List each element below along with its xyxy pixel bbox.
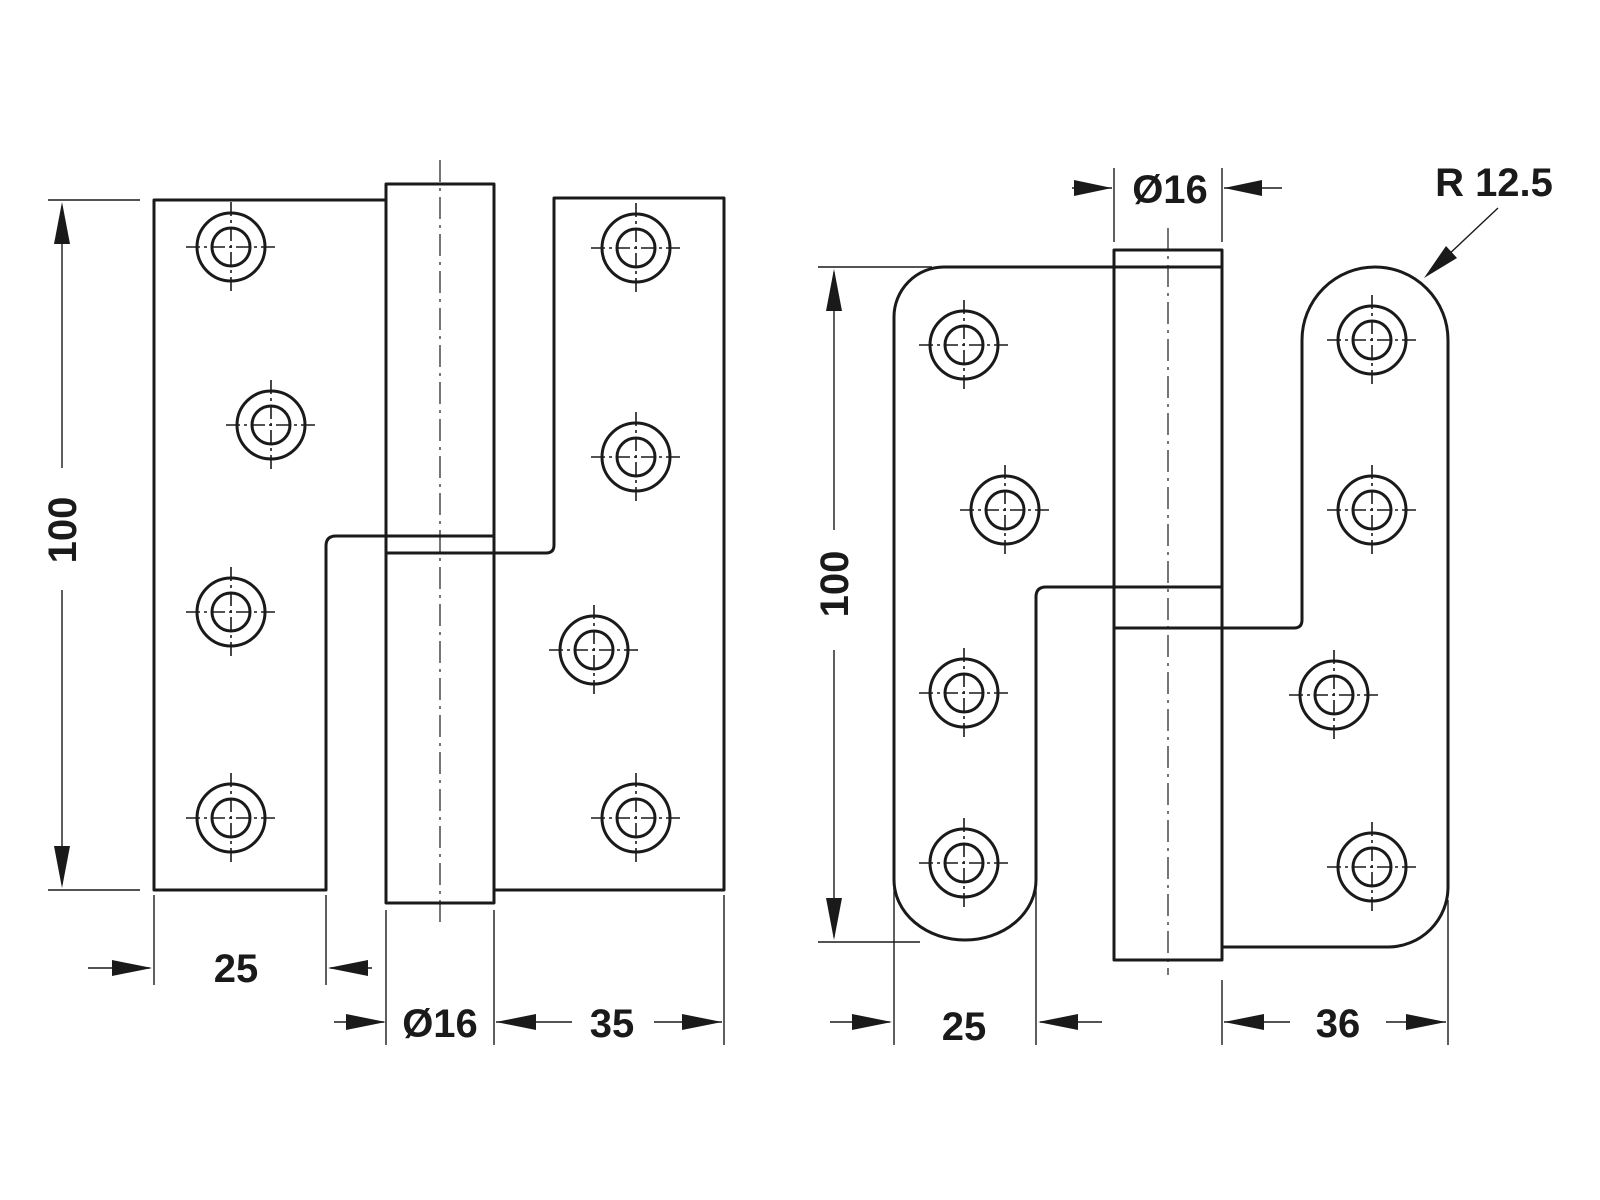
screw-hole-icon [589, 771, 683, 865]
screw-hole-icon [589, 410, 683, 504]
screw-hole-icon [1287, 648, 1381, 742]
right-hinge: 100 Ø16 R 12.5 25 36 [813, 161, 1553, 1049]
screw-hole-icon [917, 646, 1011, 740]
screw-hole-icon [958, 463, 1052, 557]
screw-hole-icon [1325, 293, 1419, 387]
screw-hole-icon [589, 201, 683, 295]
left-hinge-left-leaf [152, 198, 388, 892]
screw-hole-icon [1325, 820, 1419, 914]
screw-hole-icon [224, 378, 318, 472]
screw-hole-icon [917, 816, 1011, 910]
screw-hole-icon [184, 200, 278, 294]
screw-hole-icon [547, 603, 641, 697]
right-hinge-left-leaf [892, 265, 1114, 942]
left-hinge-right-leaf [492, 196, 726, 892]
right-hinge-right-leaf [1222, 265, 1450, 949]
right-left-leaf-width-label: 25 [942, 1005, 987, 1049]
right-pin-diameter-label: Ø16 [1132, 168, 1208, 212]
left-leaf-width-label: 25 [214, 947, 259, 991]
left-pin-diameter-label: Ø16 [402, 1002, 478, 1046]
left-height-label: 100 [41, 497, 85, 564]
screw-hole-icon [184, 565, 278, 659]
right-leaf-width-label: 35 [590, 1002, 635, 1046]
screw-hole-icon [917, 298, 1011, 392]
right-right-leaf-width-label: 36 [1316, 1002, 1361, 1046]
screw-hole-icon [1325, 463, 1419, 557]
screw-hole-icon [184, 771, 278, 865]
left-hinge: 100 25 Ø16 35 [41, 160, 726, 1046]
corner-radius-label: R 12.5 [1435, 161, 1553, 205]
right-height-label: 100 [813, 551, 857, 618]
